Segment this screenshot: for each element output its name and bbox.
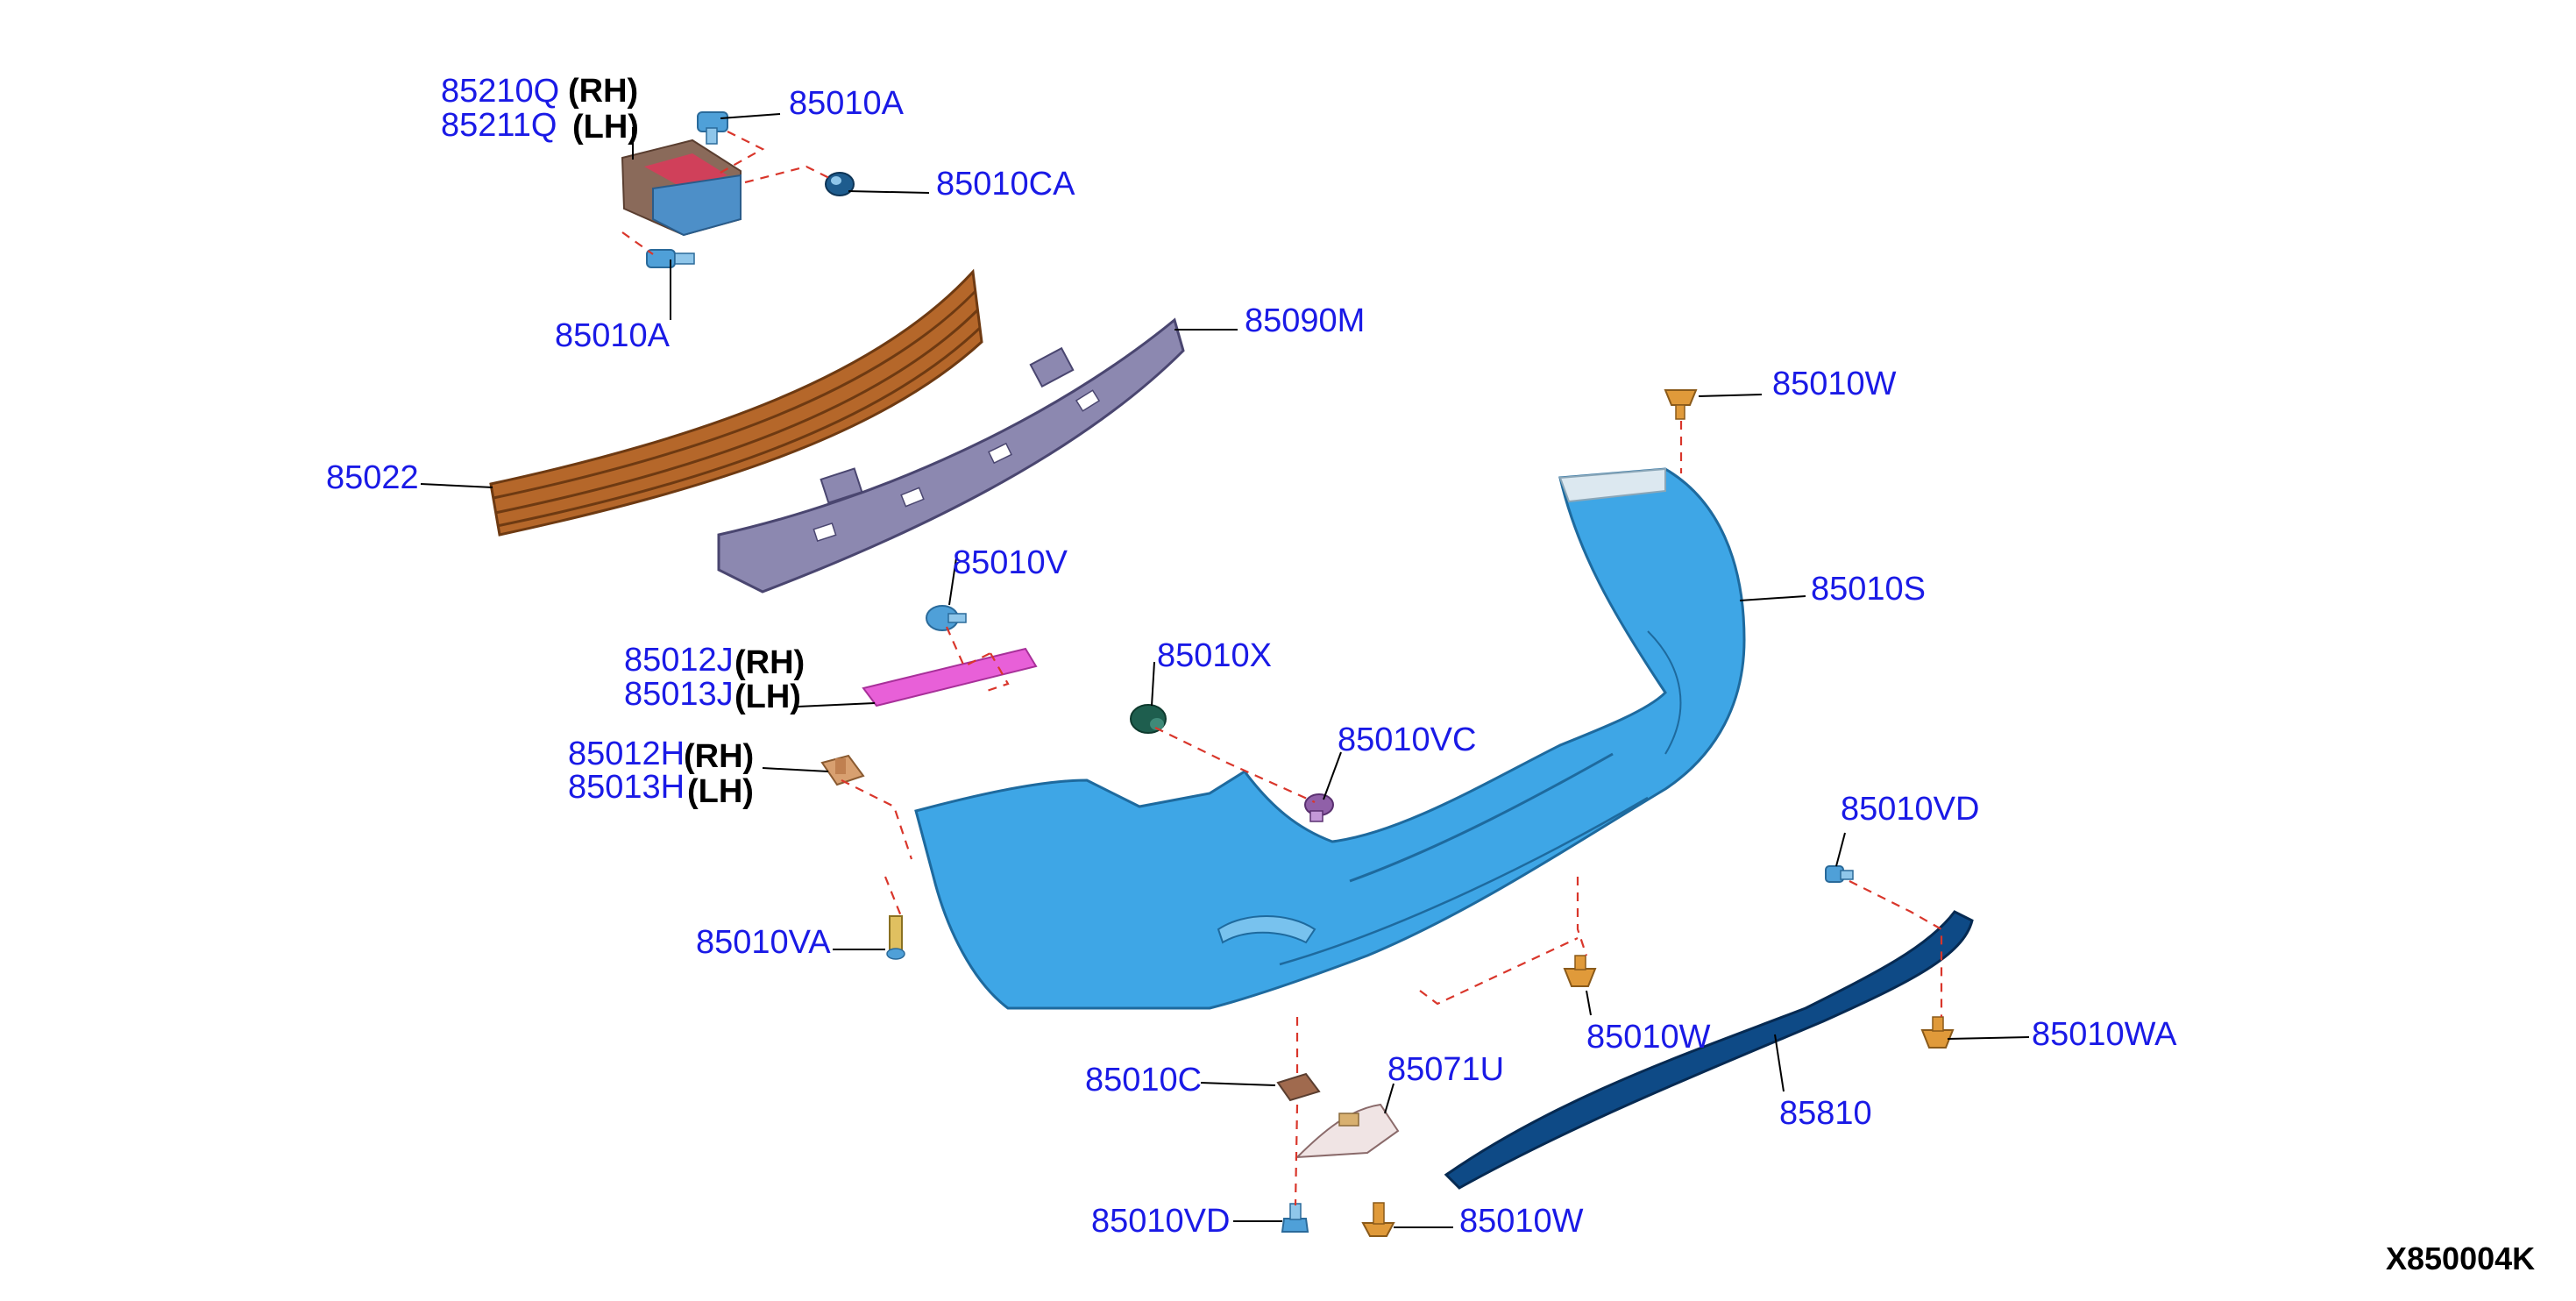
- callout-85010s: 85010S: [1811, 571, 1926, 608]
- callout-85810: 85810: [1779, 1095, 1872, 1132]
- energy-absorber-part: [717, 317, 1185, 594]
- callout-85210q: 85210Q: [441, 73, 559, 110]
- clip-85010v-part: [926, 605, 967, 631]
- callout-85013h: 85013H: [568, 769, 685, 806]
- callout-85010a-top: 85010A: [789, 85, 905, 122]
- callout-85010ca: 85010CA: [936, 166, 1075, 203]
- bolt-85010a-top-part: [697, 111, 728, 145]
- callout-85010v: 85010V: [953, 544, 1068, 581]
- figure-reference-code: X850004K: [2386, 1241, 2535, 1276]
- side-lh-85211q: (LH): [572, 109, 639, 146]
- callout-85012h: 85012H: [568, 736, 685, 772]
- callout-85211q: 85211Q: [441, 107, 557, 144]
- fastener-85010vd-bottom-part: [1281, 1203, 1309, 1233]
- callout-85010vc: 85010VC: [1338, 722, 1476, 758]
- callout-85022: 85022: [326, 459, 419, 496]
- callout-85010vd-right: 85010VD: [1841, 791, 1979, 828]
- fastener-85010w-top-part: [1664, 389, 1698, 420]
- callout-85012j: 85012J: [624, 642, 734, 679]
- clip-85010x-part: [1130, 704, 1167, 734]
- callout-85010w-mid: 85010W: [1586, 1019, 1711, 1056]
- fastener-85010vd-right-part: [1825, 865, 1854, 883]
- callout-85010vd-bottom: 85010VD: [1091, 1203, 1230, 1240]
- callout-85090m: 85090M: [1245, 302, 1365, 339]
- fastener-85010va-part: [886, 915, 905, 960]
- callout-85010wa: 85010WA: [2032, 1016, 2177, 1053]
- side-bracket-part: [621, 139, 742, 237]
- side-rh-85012j: (RH): [734, 644, 805, 681]
- callout-85010va: 85010VA: [696, 924, 831, 961]
- lower-moulding-part: [1444, 910, 1974, 1190]
- side-rh-85210q: (RH): [568, 73, 638, 110]
- clip-85010ca-part: [825, 172, 855, 196]
- leader-lines: [420, 113, 2030, 1228]
- bracket-85010c-part: [1276, 1072, 1321, 1102]
- callout-85010x: 85010X: [1157, 637, 1272, 674]
- callout-85010w-top: 85010W: [1772, 366, 1897, 402]
- fastener-85010w-bottom-part: [1361, 1202, 1395, 1237]
- fastener-85010wa-part: [1920, 1016, 1955, 1049]
- callout-85013j: 85013J: [624, 676, 734, 713]
- side-rh-85012h: (RH): [684, 738, 754, 775]
- bracket-85012h-part: [820, 754, 865, 786]
- bumper-fascia-part: [914, 467, 1746, 1010]
- callout-85010w-bottom: 85010W: [1459, 1203, 1584, 1240]
- bolt-85010a-bottom-part: [646, 249, 695, 268]
- reflector-part: [862, 647, 1038, 707]
- side-lh-85013j: (LH): [734, 679, 801, 715]
- cover-85071u-part: [1295, 1103, 1400, 1159]
- callout-85010c: 85010C: [1085, 1062, 1202, 1098]
- fastener-85010w-mid-part: [1563, 955, 1597, 987]
- side-lh-85013h: (LH): [687, 773, 754, 810]
- assembly-lines: [621, 131, 1943, 1206]
- reinforcement-bar-part: [489, 268, 983, 537]
- clip-85010vc-part: [1304, 793, 1334, 822]
- callout-85010a-bottom: 85010A: [555, 317, 671, 354]
- callout-85071u: 85071U: [1387, 1051, 1504, 1088]
